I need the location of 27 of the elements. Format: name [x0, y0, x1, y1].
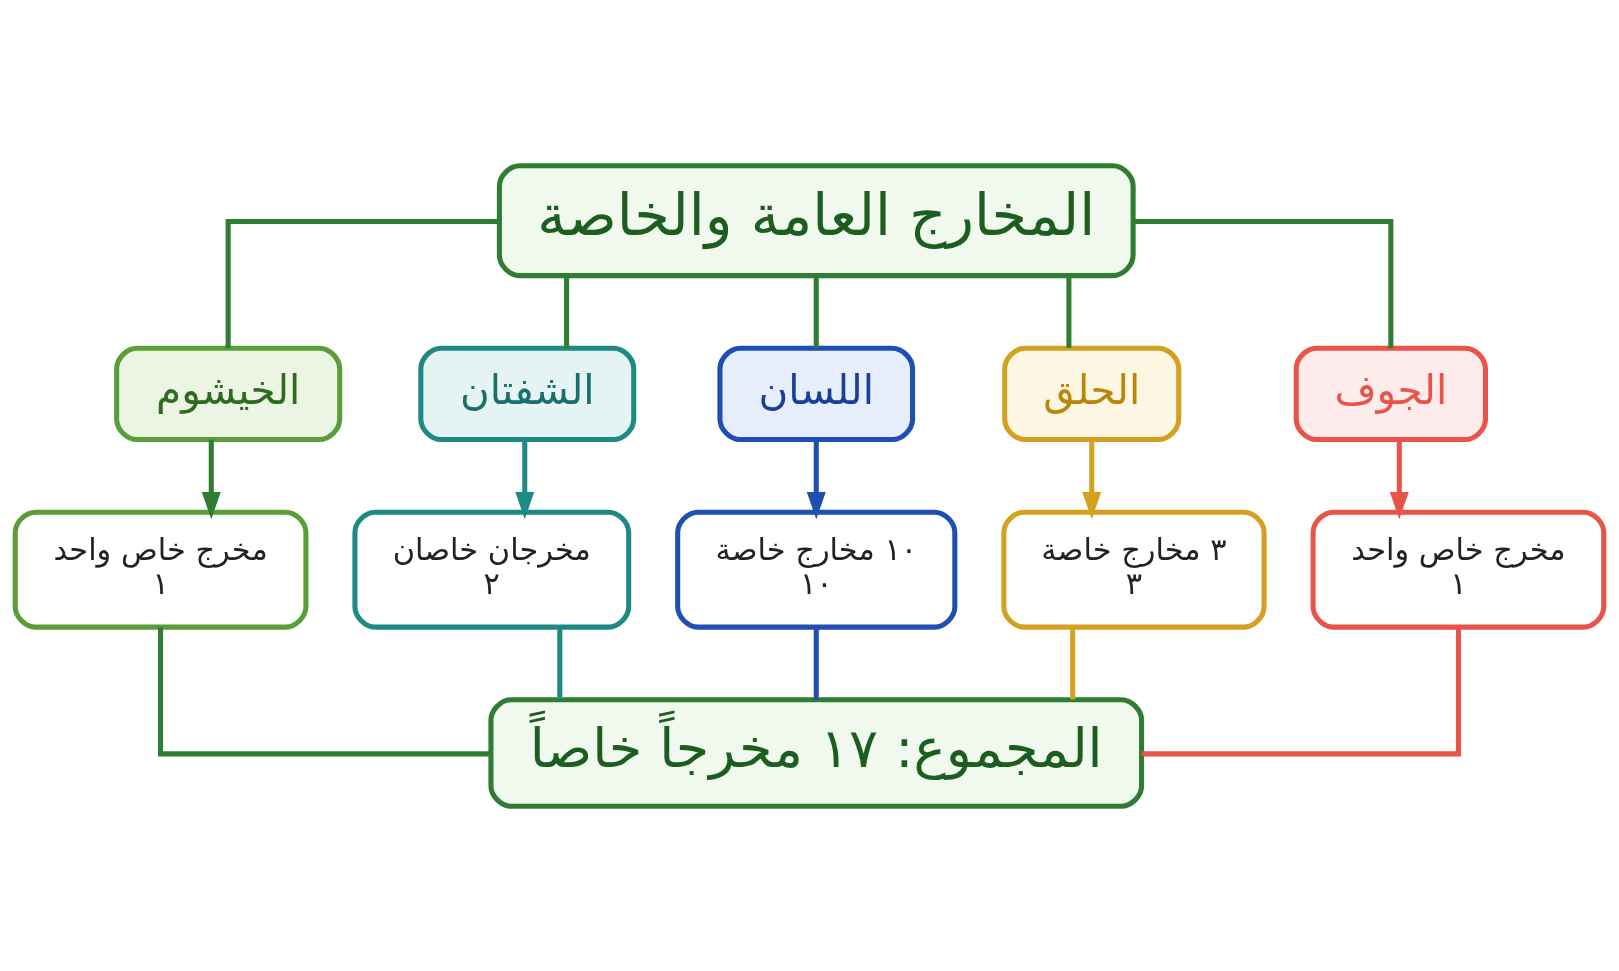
arrow	[1082, 439, 1102, 519]
connector	[813, 275, 819, 348]
node-box: المخارج العامة والخاصة	[496, 162, 1136, 278]
connector	[225, 218, 499, 348]
connector	[564, 275, 570, 348]
connector	[557, 626, 563, 699]
connector	[1133, 218, 1394, 348]
connector	[1070, 626, 1076, 699]
node-box: المجموع: ١٧ مخرجاً خاصاً	[488, 696, 1145, 809]
connector	[158, 626, 491, 756]
node-box: ١٠ مخارج خاصة ١٠	[675, 509, 958, 630]
node-box: الخيشوم	[114, 345, 343, 442]
connector	[1141, 626, 1461, 756]
connector	[1066, 275, 1072, 348]
node-box: مخرج خاص واحد ١	[12, 509, 309, 630]
node-box: مخرج خاص واحد ١	[1310, 509, 1607, 630]
node-box: اللسان	[717, 345, 916, 442]
arrow	[806, 439, 826, 519]
node-box: الشفتان	[418, 345, 637, 442]
arrow	[1389, 439, 1409, 519]
arrow	[515, 439, 535, 519]
connector	[813, 626, 819, 699]
node-box: الحلق	[1002, 345, 1182, 442]
arrow	[201, 439, 221, 519]
node-box: الجوف	[1293, 345, 1488, 442]
node-box: مخرجان خاصان ٢	[352, 509, 632, 630]
node-box: ٣ مخارج خاصة ٣	[1001, 509, 1267, 630]
